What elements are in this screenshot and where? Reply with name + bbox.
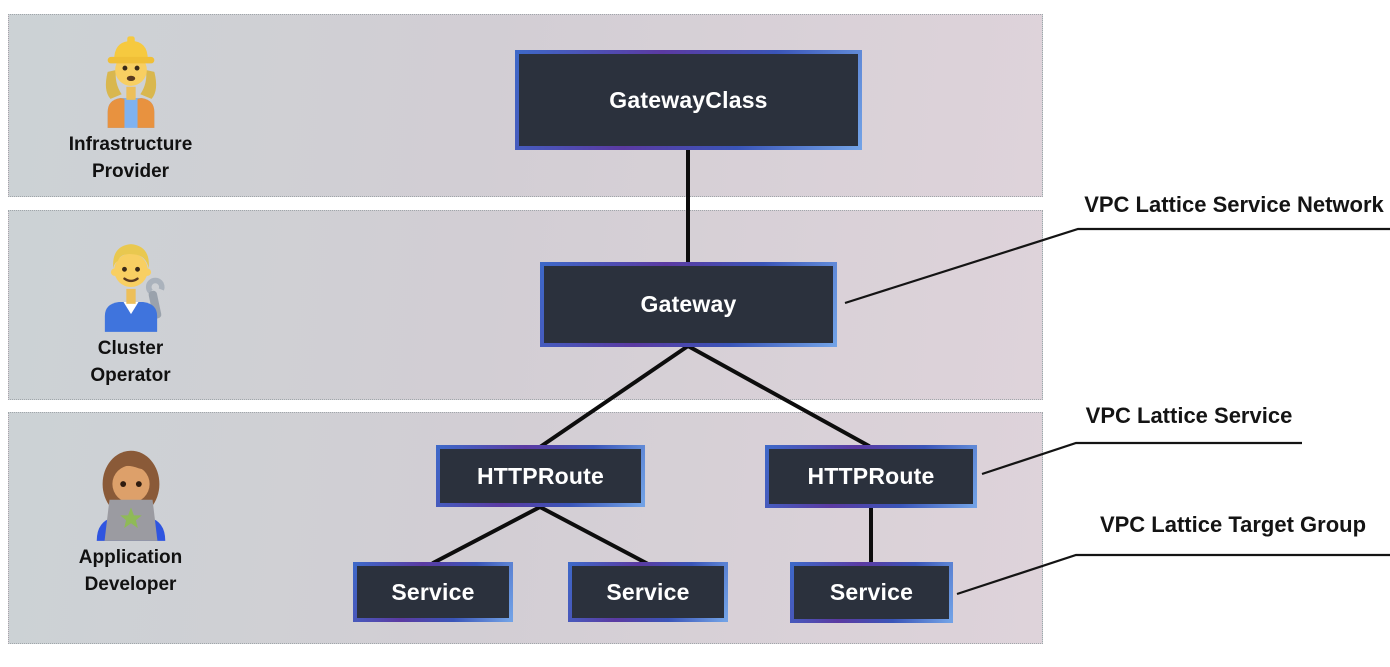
node-label: Service [606, 578, 690, 605]
node-httproute-left: HTTPRoute [436, 445, 645, 507]
persona-infrastructure-provider: Infrastructure Provider [33, 24, 228, 185]
annotation-vpc-lattice-service: VPC Lattice Service [1085, 403, 1293, 428]
node-service-2: Service [568, 562, 728, 622]
persona-label-line: Application [78, 547, 183, 568]
node-label: Service [391, 578, 475, 605]
node-gatewayclass: GatewayClass [515, 50, 862, 150]
man-mechanic-icon [104, 244, 165, 332]
woman-construction-worker-icon [105, 36, 156, 128]
persona-label-line: Developer [84, 574, 177, 595]
node-label: GatewayClass [609, 86, 768, 113]
woman-technologist-icon [96, 450, 165, 541]
node-service-1: Service [353, 562, 513, 622]
persona-label-line: Infrastructure [68, 134, 193, 155]
node-gateway: Gateway [540, 262, 837, 347]
node-label: Gateway [640, 291, 737, 317]
persona-label-line: Operator [90, 365, 171, 386]
persona-label-line: Cluster [97, 338, 164, 359]
annotation-vpc-lattice-target-group: VPC Lattice Target Group [1099, 512, 1367, 537]
node-httproute-right: HTTPRoute [765, 445, 977, 508]
node-label: HTTPRoute [476, 462, 604, 489]
persona-application-developer: Application Developer [33, 430, 228, 598]
persona-cluster-operator: Cluster Operator [33, 228, 228, 389]
node-service-3: Service [790, 562, 953, 623]
node-label: Service [829, 579, 914, 605]
annotation-vpc-lattice-service-network: VPC Lattice Service Network [1084, 192, 1384, 217]
node-label: HTTPRoute [807, 463, 935, 489]
persona-label-line: Provider [91, 161, 170, 182]
